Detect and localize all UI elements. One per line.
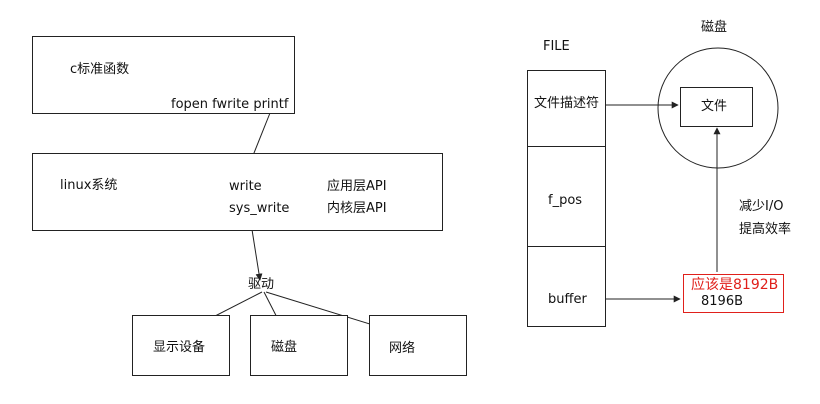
device-network-label: 网络 — [389, 341, 416, 356]
buffer-size-original: 8196B — [701, 294, 744, 309]
buffer-size-correction: 应该是8192B — [691, 277, 779, 293]
buffer-size-box — [683, 274, 784, 313]
disk-label: 磁盘 — [701, 20, 728, 35]
linux-system-title: linux系统 — [60, 178, 118, 193]
disk-circle — [657, 47, 779, 169]
c-library-title: c标准函数 — [70, 62, 130, 77]
file-struct-divider-2 — [527, 246, 606, 247]
f-pos-cell: f_pos — [548, 193, 583, 208]
file-struct-label: FILE — [543, 39, 570, 54]
sys-write-label: sys_write — [229, 201, 290, 216]
device-network-box — [369, 315, 467, 376]
c-library-box — [32, 36, 295, 114]
driver-label: 驱动 — [248, 277, 275, 292]
file-descriptor-cell: 文件描述符 — [534, 96, 600, 111]
write-label: write — [229, 179, 262, 194]
app-api-label: 应用层API — [327, 179, 387, 194]
file-struct-divider-1 — [527, 146, 606, 147]
c-library-functions: fopen fwrite printf — [171, 97, 289, 112]
io-note-line2: 提高效率 — [739, 222, 792, 237]
device-disk-box — [250, 315, 348, 376]
buffer-cell: buffer — [548, 292, 587, 307]
device-display-box — [132, 315, 230, 376]
device-display-label: 显示设备 — [153, 340, 206, 355]
linux-system-box — [32, 153, 443, 231]
io-note-line1: 减少I/O — [739, 199, 784, 214]
disk-file-box — [680, 87, 753, 127]
file-struct-box — [527, 70, 606, 327]
device-disk-label: 磁盘 — [271, 340, 298, 355]
kernel-api-label: 内核层API — [327, 201, 387, 216]
disk-file-label: 文件 — [701, 99, 728, 114]
